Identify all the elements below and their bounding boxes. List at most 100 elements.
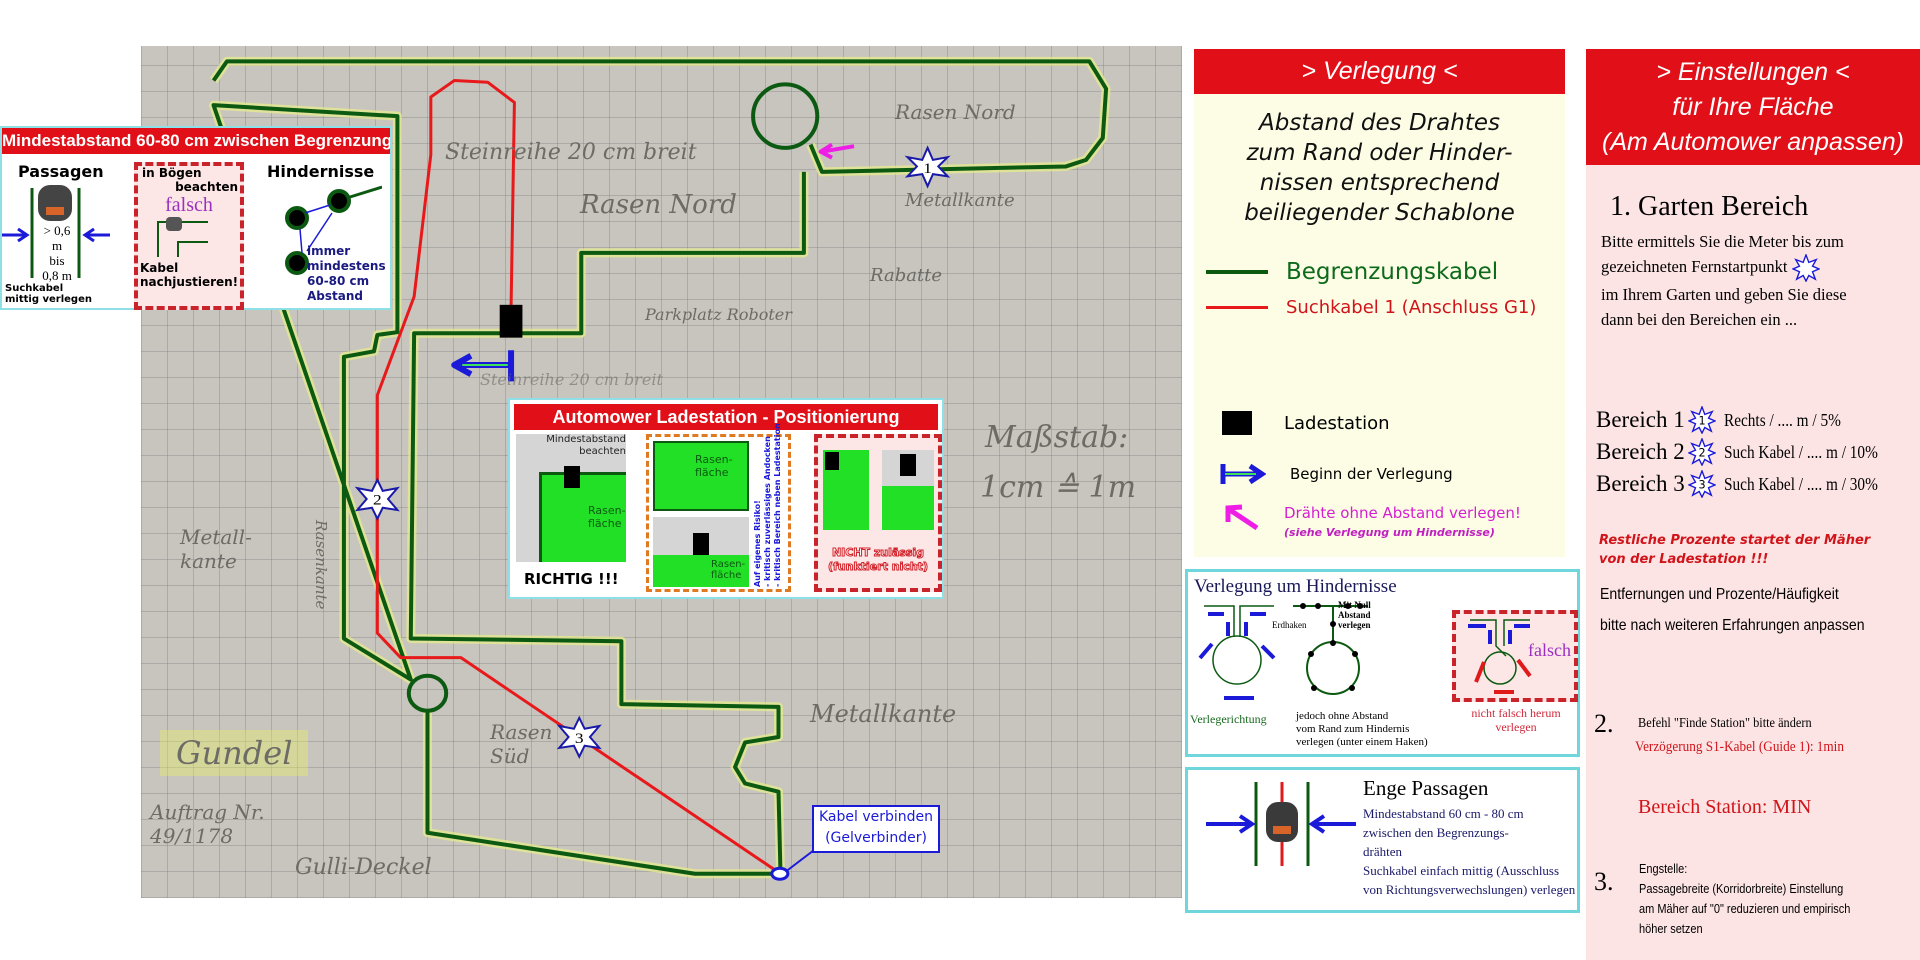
warning-line: beachten <box>175 180 238 194</box>
passage-distance-inset: Mindestabstand 60-80 cm zwischen Begrenz… <box>0 126 392 310</box>
verlegung-header: > Verlegung < <box>1194 49 1565 94</box>
legend-beginn: Beginn der Verlegung <box>1290 465 1453 483</box>
text-line: (Am Automower anpassen) <box>1602 128 1904 156</box>
magenta-arrow-icon <box>1225 504 1259 530</box>
marker-star-3: 3 <box>559 718 599 757</box>
text-line: Such Kabel / .... m / 30% <box>1724 473 1878 494</box>
station-square-icon <box>1222 411 1252 435</box>
marker-label: 2 <box>373 493 382 508</box>
sketch-label: Metall-kante <box>180 525 252 573</box>
direction-diagram-icon <box>1198 605 1276 700</box>
area-star-icon: 1 <box>1688 406 1716 434</box>
boundary-wire <box>214 61 1107 873</box>
section-2-delay: Verzögerung S1-Kabel (Guide 1): 1min <box>1635 739 1844 755</box>
note-line: Suchkabel <box>5 283 64 294</box>
sketch-label: Rasen Nord <box>580 190 737 220</box>
erdhaken-label: Erdhaken <box>1272 620 1307 630</box>
not-allowed-panel: NICHT zulässig (funktiert nicht) <box>814 434 942 592</box>
nicht-label: (funktiert nicht) <box>827 560 929 574</box>
text-line: beachten <box>579 446 626 457</box>
text-line: nissen entsprechend <box>1259 170 1500 196</box>
inset-title: Mindestabstand 60-80 cm zwischen Begrenz… <box>2 128 390 154</box>
text-line: Mindestabstand <box>546 434 626 445</box>
marker-star-2: 2 <box>357 480 397 519</box>
warning-line: nachjustieren! <box>140 275 239 289</box>
text-line: von der Ladestation !!! <box>1599 552 1769 567</box>
richtung-label: Verlegerichtung <box>1190 712 1267 726</box>
hook-diagram-icon <box>1293 603 1368 695</box>
note-line: mindestens <box>307 259 386 273</box>
guide-wire <box>377 81 780 874</box>
sketch-label: Parkplatz Roboter <box>645 305 792 324</box>
sketch-label: 1cm ≙ 1m <box>980 470 1137 505</box>
charging-station-inset: Automower Ladestation - Positionierung M… <box>508 398 944 599</box>
section-3-text: Engstelle:Passagebreite (Korridorbreite)… <box>1639 859 1850 939</box>
start-arrow-icon <box>1220 463 1266 485</box>
hindernisse-label: Hindernisse <box>267 162 375 181</box>
charging-station-icon <box>499 304 523 338</box>
bereich-row: Bereich 3 3 Such Kabel / .... m / 30% <box>1596 468 1905 500</box>
text-line: - kritisch zuverlässiges Andocken <box>763 436 772 587</box>
passage-mower-icon <box>2 185 110 278</box>
width-line: bis <box>49 253 65 268</box>
marker-label: 3 <box>575 731 584 746</box>
warning-line: in Bögen <box>142 166 202 180</box>
text-line: Auf eigenes Risiko! <box>753 500 762 587</box>
distance-note: immer mindestens 60-80 cm Abstand <box>307 244 386 304</box>
nicht-label: NICHT zulässig <box>831 546 925 560</box>
narrow-passage-mower-icon <box>1206 782 1356 866</box>
wrong-direction-box: falsch <box>1452 610 1578 702</box>
obstacle-wiring-box: Verlegung um Hindernisse Verlegerichtung… <box>1185 569 1580 757</box>
sketch-label: Rasen Nord <box>895 100 1016 124</box>
sketch-label: Steinreihe 20 cm breit <box>480 370 663 389</box>
section-2-text: Befehl "Finde Station" bitte ändern <box>1638 716 1812 731</box>
text-line: Passagebreite (Korridorbreite) Einstellu… <box>1639 882 1844 896</box>
obstacles-icon <box>285 185 382 275</box>
richtig-label: RICHTIG !!! <box>524 570 619 588</box>
text-line: verlegen <box>1338 620 1371 630</box>
narrow-passages-box: Enge Passagen Mindestabstand 60 cm - 80 … <box>1185 767 1580 913</box>
text-line: jedoch ohne Abstand <box>1296 710 1389 722</box>
text-line: Bereich 2 <box>1596 439 1685 464</box>
text-line: im Ihrem Garten und geben Sie diese <box>1601 285 1847 305</box>
text-line: Abstand des Drahtes <box>1259 110 1500 136</box>
area-star-icon: 3 <box>1688 470 1716 498</box>
marker-label: 1 <box>923 161 932 176</box>
text-line: Rasen-fläche <box>711 559 746 581</box>
text-line: Such Kabel / .... m / 10% <box>1724 441 1878 462</box>
fernstart-star-icon <box>1791 254 1820 283</box>
text-line: verlegen <box>1495 720 1537 734</box>
text-line: Bitte ermittels Sie die Meter bis zum <box>1601 232 1844 251</box>
settings-panel: > Einstellungen <für Ihre Fläche(Am Auto… <box>1586 49 1920 960</box>
text-line: Restliche Prozente startet der Mäher <box>1599 533 1871 548</box>
legend-ladestation: Ladestation <box>1284 412 1390 434</box>
obstacle-tree-circle <box>753 84 817 147</box>
text-line: drähten <box>1363 844 1402 859</box>
section-1-title: 1. Garten Bereich <box>1610 191 1809 222</box>
wrong-loop-icon <box>1468 619 1532 694</box>
text-line: höher setzen <box>1639 922 1703 936</box>
text-line: Bereich 3 <box>1596 471 1685 496</box>
note-line: Abstand <box>307 289 363 303</box>
text-line: Mindestabstand 60 cm - 80 cm <box>1363 806 1524 821</box>
warning-line: Kabel <box>140 261 179 275</box>
text-line: Rechts / .... m / 5% <box>1724 409 1841 430</box>
enge-title: Enge Passagen <box>1363 776 1489 800</box>
risk-note: Auf eigenes Risiko!- kritisch zuverlässi… <box>753 423 783 587</box>
section-2-number: 2. <box>1594 709 1614 738</box>
text-line: gezeichneten Fernstartpunkt <box>1601 257 1788 276</box>
falsch-label: falsch <box>165 194 213 216</box>
passage-width: > 0,6 m bis 0,8 m <box>37 223 77 283</box>
legend-draehte: Drähte ohne Abstand verlegen! <box>1284 504 1521 522</box>
text-line: für Ihre Fläche <box>1672 93 1834 121</box>
station-setting: Bereich Station: MIN <box>1638 796 1812 818</box>
legend-suchkabel: Suchkabel 1 (Anschluss G1) <box>1286 297 1537 318</box>
section-3-number: 3. <box>1594 867 1614 896</box>
text-line: bitte nach weiteren Erfahrungen anpassen <box>1600 617 1865 634</box>
text-line: 3 <box>1698 479 1705 492</box>
